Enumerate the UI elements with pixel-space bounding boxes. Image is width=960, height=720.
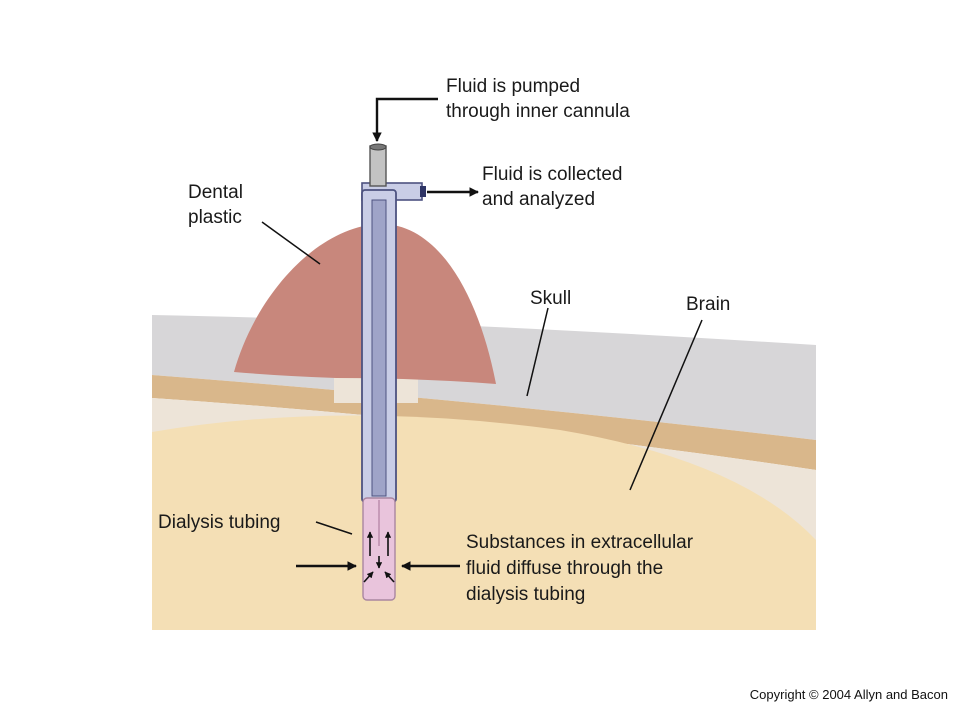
label-fluid-collected: Fluid is collected and analyzed — [482, 164, 628, 210]
brain-leader — [629, 319, 703, 491]
label-dental-plastic: Dental plastic — [188, 182, 248, 228]
dialysis-tubing-leader — [315, 521, 353, 535]
label-substances-line3: dialysis tubing — [466, 584, 585, 605]
outlet-tip — [420, 186, 426, 197]
cannula-assembly — [361, 143, 426, 601]
copyright-notice: Copyright © 2004 Allyn and Bacon — [749, 687, 948, 702]
label-substances-line1: Substances in extracellular — [466, 532, 694, 553]
label-fluid-collected-line1: Fluid is collected — [482, 164, 622, 185]
label-brain: Brain — [686, 294, 730, 315]
label-substances-line2: fluid diffuse through the — [466, 558, 663, 579]
label-fluid-pumped-line2: through inner cannula — [446, 101, 630, 122]
label-dialysis-tubing: Dialysis tubing — [158, 512, 281, 533]
label-fluid-collected-line2: and analyzed — [482, 189, 595, 210]
diffusion-arrow-right — [384, 571, 395, 583]
inner-cannula-cap — [369, 143, 387, 151]
leader-lines — [261, 221, 703, 535]
label-fluid-pumped: Fluid is pumped through inner cannula — [446, 76, 630, 122]
diffusion-arrow-left — [363, 571, 374, 583]
inner-cannula-top — [369, 145, 387, 187]
label-fluid-pumped-line1: Fluid is pumped — [446, 76, 580, 97]
annotation-pointers — [296, 97, 479, 571]
dental-plastic-leader — [261, 221, 321, 265]
label-skull: Skull — [530, 288, 571, 309]
label-dental-plastic-line2: plastic — [188, 207, 242, 228]
skull-leader — [526, 307, 549, 397]
pump-arrow — [372, 97, 438, 142]
label-dental-plastic-line1: Dental — [188, 182, 243, 203]
tissue-layers — [152, 315, 816, 630]
brain-tissue — [152, 415, 816, 630]
inner-cannula — [371, 199, 387, 497]
label-substances: Substances in extracellular fluid diffus… — [466, 532, 698, 605]
